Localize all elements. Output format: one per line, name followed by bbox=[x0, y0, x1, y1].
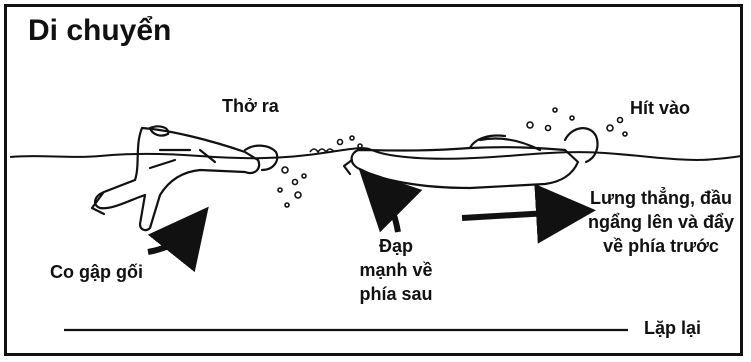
label-kick-line-3: phía sau bbox=[346, 282, 446, 306]
label-kick-line-1: Đạp bbox=[346, 234, 446, 258]
label-bend-knees: Co gập gối bbox=[50, 262, 143, 283]
label-repeat: Lặp lại bbox=[644, 318, 701, 339]
swimmer-crouched-figure bbox=[92, 126, 277, 230]
curved-arrow-kick bbox=[380, 190, 398, 232]
diagram-title: Di chuyển bbox=[28, 14, 171, 48]
curved-arrow-knees bbox=[148, 230, 190, 252]
label-straight-back: Lưng thẳng, đầu ngẩng lên và đẩy về phía… bbox=[580, 186, 742, 258]
label-straight-back-line-1: Lưng thẳng, đầu bbox=[580, 186, 742, 210]
label-straight-back-line-3: về phía trước bbox=[580, 234, 742, 258]
label-kick-line-2: mạnh về bbox=[346, 258, 446, 282]
label-straight-back-line-2: ngẩng lên và đẩy bbox=[580, 210, 742, 234]
bubbles-left bbox=[278, 167, 306, 207]
straight-arrow-forward bbox=[462, 212, 566, 218]
label-exhale: Thở ra bbox=[222, 96, 279, 117]
label-kick: Đạp mạnh về phía sau bbox=[346, 234, 446, 306]
bubbles-right bbox=[527, 108, 627, 136]
label-inhale: Hít vào bbox=[630, 98, 690, 119]
